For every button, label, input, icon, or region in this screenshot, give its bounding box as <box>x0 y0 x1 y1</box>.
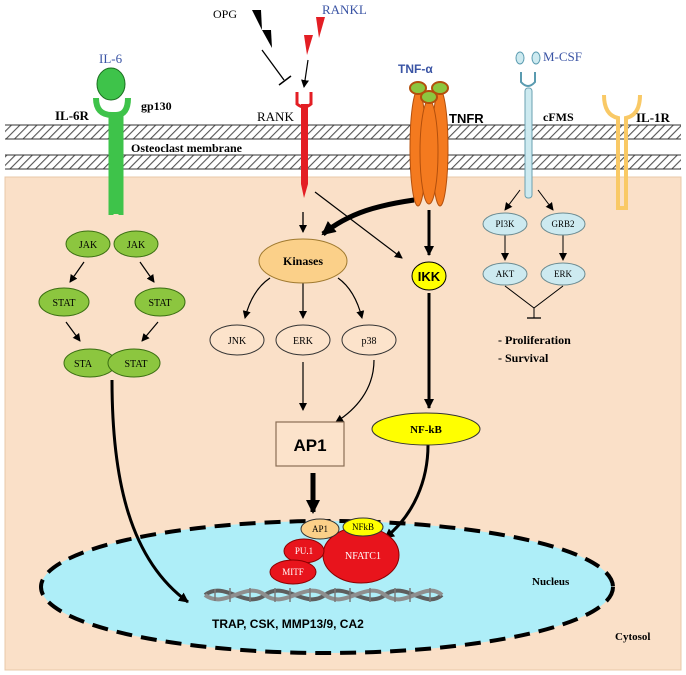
stat-dimer-left-label: STA <box>74 359 93 370</box>
jak-left-label: JAK <box>79 240 98 251</box>
pi3k-node: PI3K <box>482 212 528 236</box>
nfatc1-label: NFATC1 <box>345 551 381 562</box>
stat-dimer-right-label: STAT <box>124 359 147 370</box>
ap1-box-label: AP1 <box>293 436 326 455</box>
jak-right-label: JAK <box>127 240 146 251</box>
stat-left-node: STAT <box>38 287 90 317</box>
arrow-cfms-grb2 <box>537 189 554 211</box>
arrow-kinases-jnk <box>242 277 271 319</box>
mcsf-label: M-CSF <box>543 49 582 64</box>
gp130-label: gp130 <box>141 99 172 113</box>
pu1-label: PU.1 <box>295 546 313 556</box>
nucleus-nfkb-label: NFkB <box>352 522 374 532</box>
rank-label: RANK <box>257 109 294 124</box>
target-genes-label: TRAP, CSK, MMP13/9, CA2 <box>212 617 364 631</box>
jnk-node: JNK <box>209 324 265 356</box>
ap1-box: AP1 <box>275 421 345 467</box>
tnfa-ligand <box>409 81 449 104</box>
arrow-nfkb-nucleus <box>384 444 430 540</box>
opg-label: OPG <box>213 7 237 21</box>
membrane-label: Osteoclast membrane <box>131 141 243 155</box>
erk-label: ERK <box>293 336 314 347</box>
nucleus-label: Nucleus <box>532 576 570 588</box>
pu1-node: PU.1 <box>283 538 325 564</box>
arrow-jak-stat-right <box>139 261 155 283</box>
nucleus-ap1-node: AP1 <box>300 518 340 540</box>
stat-right-label: STAT <box>148 298 171 309</box>
tnfa-label: TNF-α <box>398 62 433 76</box>
erk-node: ERK <box>275 324 331 356</box>
arrow-rank-ikk <box>314 191 403 259</box>
arrow-kinases-p38 <box>337 277 365 319</box>
pi3k-label: PI3K <box>495 219 515 229</box>
jnk-label: JNK <box>228 336 247 347</box>
arrow-p38-ap1 <box>335 359 375 423</box>
nfkb-node: NF-kB <box>371 412 481 446</box>
il6r-label: IL-6R <box>55 108 90 123</box>
opg-ligand-2 <box>262 30 272 48</box>
il1r-receptor <box>602 94 642 210</box>
arrow-stat-dimer-left <box>65 321 81 342</box>
il1r-label: IL-1R <box>636 110 671 125</box>
il6-receptor <box>93 97 131 215</box>
opg-ligand-1 <box>252 10 262 30</box>
tnfr-label: TNFR <box>449 111 484 126</box>
stat-right-node: STAT <box>134 287 186 317</box>
rankl-activation-arrow <box>301 59 309 88</box>
mcsf-erk-label: ERK <box>554 269 573 279</box>
stat-left-label: STAT <box>52 298 75 309</box>
p38-node: p38 <box>341 324 397 356</box>
cytosol-label: Cytosol <box>615 631 650 643</box>
opg-inhibition-line <box>261 49 285 81</box>
nucleus <box>39 519 615 655</box>
grb2-label: GRB2 <box>551 219 574 229</box>
arrow-cfms-pi3k <box>504 189 521 211</box>
nucleus-nfkb-node: NFkB <box>342 517 384 537</box>
tnfr-receptor <box>409 89 449 207</box>
p38-label: p38 <box>362 336 377 347</box>
ikk-label: IKK <box>418 269 441 284</box>
mcsf-ligand-2 <box>531 51 541 65</box>
outcome-proliferation: - Proliferation <box>498 333 571 347</box>
kinases-label: Kinases <box>283 254 323 268</box>
outcome-survival: - Survival <box>498 351 549 365</box>
rankl-label: RANKL <box>322 2 367 17</box>
nucleus-ap1-label: AP1 <box>312 524 328 534</box>
cfms-label: cFMS <box>543 110 574 124</box>
mcsf-erk-node: ERK <box>540 262 586 286</box>
arrow-stat-dimer-right <box>141 321 159 342</box>
il6-ligand <box>96 67 126 101</box>
il6-label: IL-6 <box>99 51 123 66</box>
osteoclast-membrane <box>5 124 681 170</box>
kinases-node: Kinases <box>258 238 348 284</box>
arrow-jak-stat-left <box>69 261 85 283</box>
akt-label: AKT <box>496 269 515 279</box>
dna-helix-icon <box>203 588 444 602</box>
arrow-tnfr-kinases <box>321 197 415 236</box>
merge-lines <box>504 285 564 318</box>
arrow-stat-to-nucleus <box>110 379 189 604</box>
mitf-label: MITF <box>282 567 304 577</box>
cfms-receptor <box>520 72 536 199</box>
mitf-node: MITF <box>269 559 317 585</box>
akt-node: AKT <box>482 262 528 286</box>
ikk-node: IKK <box>411 261 447 291</box>
mcsf-ligand-1 <box>515 51 525 65</box>
rankl-ligand-1 <box>316 17 325 38</box>
jak-left-node: JAK <box>65 230 111 258</box>
rank-receptor <box>295 92 313 198</box>
rankl-ligand-2 <box>304 35 313 55</box>
stat-dimer-node: STA STAT <box>63 348 161 378</box>
nfkb-label: NF-kB <box>410 424 442 436</box>
grb2-node: GRB2 <box>540 212 586 236</box>
jak-right-node: JAK <box>113 230 159 258</box>
